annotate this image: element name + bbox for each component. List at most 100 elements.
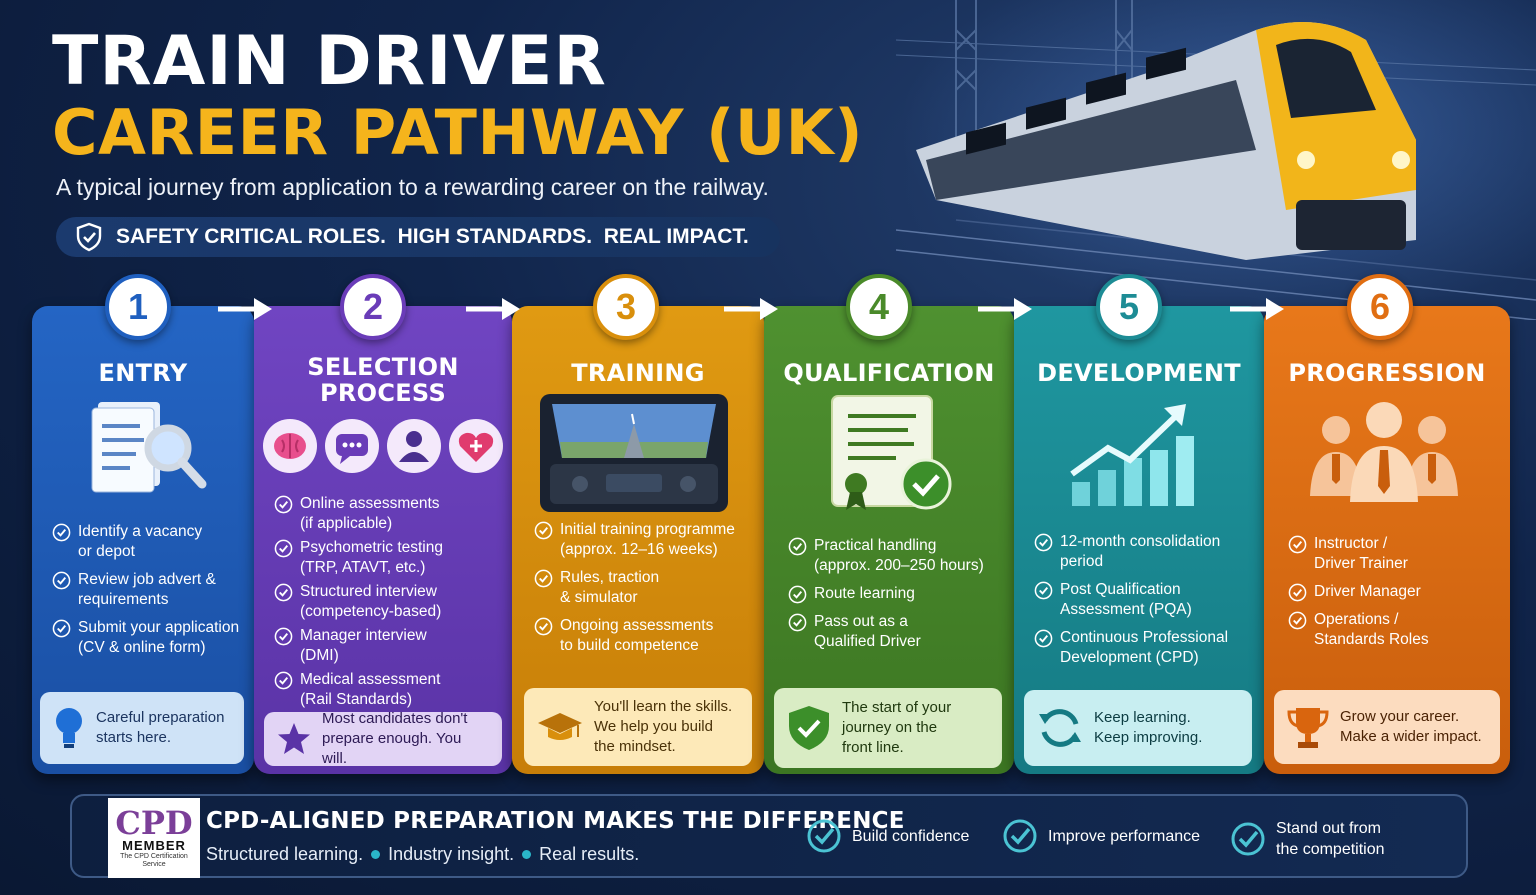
- list-item: Psychometric testing (TRP, ATAVT, etc.): [274, 538, 506, 578]
- team-icon: [1310, 402, 1458, 502]
- benefit-item: Build confidence: [806, 818, 969, 854]
- stage-card-qualification: QUALIFICATION Practical handling (approx…: [764, 306, 1014, 774]
- list-item: Initial training programme (approx. 12–1…: [534, 520, 760, 560]
- check-circle-icon: [1288, 583, 1307, 602]
- check-circle-icon: [274, 583, 293, 602]
- person-icon: [387, 419, 441, 473]
- shield-check-icon: [76, 222, 102, 252]
- list-item: Identify a vacancy or depot: [52, 522, 248, 562]
- stage-title: DEVELOPMENT: [1037, 359, 1241, 387]
- page-title: TRAIN DRIVER: [52, 22, 607, 101]
- benefit-item: Improve performance: [1002, 818, 1200, 854]
- graduation-cap-icon: [538, 713, 582, 740]
- stage-note: The start of your journey on the front l…: [774, 688, 1002, 768]
- list-item: Rules, traction & simulator: [534, 568, 760, 608]
- list-item: Operations / Standards Roles: [1288, 610, 1508, 650]
- stage-title: SELECTION PROCESS: [307, 353, 459, 407]
- check-circle-icon: [1034, 533, 1053, 552]
- check-circle-icon: [534, 521, 553, 540]
- cpd-member-logo: CPD MEMBER The CPD Certification Service: [108, 798, 200, 878]
- check-circle-icon: [1231, 822, 1265, 856]
- train-cab-simulator-icon: [540, 394, 728, 512]
- stage-note: Most candidates don't prepare enough. Yo…: [264, 710, 502, 767]
- list-item: Online assessments (if applicable): [274, 494, 506, 534]
- step-number-2: 2: [340, 274, 406, 340]
- shield-check-icon: [789, 706, 829, 750]
- benefit-item: Stand out from the competition: [1230, 818, 1385, 860]
- check-circle-icon: [788, 537, 807, 556]
- document-magnifier-icon: [91, 402, 207, 493]
- list-item: Submit your application (CV & online for…: [52, 618, 248, 658]
- check-circle-icon: [534, 569, 553, 588]
- stage-bullets: Initial training programme (approx. 12–1…: [534, 520, 760, 664]
- stage-card-training: TRAINING Initial training programme (app…: [512, 306, 764, 774]
- stage-title: TRAINING: [571, 359, 705, 387]
- stage-bullets: Practical handling (approx. 200–250 hour…: [788, 536, 1010, 660]
- stage-card-progression: PROGRESSION Instructor / Driver Trainer …: [1264, 306, 1510, 774]
- check-circle-icon: [274, 539, 293, 558]
- list-item: Ongoing assessments to build competence: [534, 616, 760, 656]
- check-circle-icon: [788, 613, 807, 632]
- bullet-dot: [371, 850, 381, 859]
- star-icon: [278, 723, 310, 754]
- list-item: Manager interview (DMI): [274, 626, 506, 666]
- list-item: Route learning: [788, 584, 1010, 604]
- trophy-icon: [1287, 708, 1329, 748]
- stage-note: Keep learning. Keep improving.: [1024, 690, 1252, 766]
- list-item: Driver Manager: [1288, 582, 1508, 602]
- list-item: Review job advert & requirements: [52, 570, 248, 610]
- check-circle-icon: [1034, 629, 1053, 648]
- step-number-5: 5: [1096, 274, 1162, 340]
- lightbulb-icon: [56, 708, 82, 748]
- stage-bullets: 12-month consolidation period Post Quali…: [1034, 532, 1262, 676]
- list-item: Structured interview (competency-based): [274, 582, 506, 622]
- stage-card-selection: SELECTION PROCESS Online assessments (if…: [254, 306, 512, 774]
- stage-note: Grow your career. Make a wider impact.: [1274, 690, 1500, 764]
- chat-icon: [325, 419, 379, 473]
- list-item: Pass out as a Qualified Driver: [788, 612, 1010, 652]
- page-subtitle: A typical journey from application to a …: [56, 174, 769, 200]
- list-item: Practical handling (approx. 200–250 hour…: [788, 536, 1010, 576]
- check-circle-icon: [1034, 581, 1053, 600]
- step-number-4: 4: [846, 274, 912, 340]
- certificate-icon: [831, 395, 952, 510]
- step-number-6: 6: [1347, 274, 1413, 340]
- check-circle-icon: [274, 627, 293, 646]
- check-circle-icon: [52, 523, 71, 542]
- banner-subline: Structured learning. Industry insight. R…: [206, 844, 640, 864]
- stage-bullets: Online assessments (if applicable) Psych…: [274, 494, 506, 714]
- list-item: Post Qualification Assessment (PQA): [1034, 580, 1262, 620]
- refresh-icon: [1039, 709, 1081, 747]
- stage-card-development: DEVELOPMENT 12-month consolidation perio…: [1014, 306, 1264, 774]
- check-circle-icon: [274, 671, 293, 690]
- check-circle-icon: [534, 617, 553, 636]
- check-circle-icon: [1288, 535, 1307, 554]
- stage-title: PROGRESSION: [1288, 359, 1486, 387]
- stage-note: Careful preparation starts here.: [40, 692, 244, 764]
- check-circle-icon: [52, 619, 71, 638]
- tagline-text: SAFETY CRITICAL ROLES. HIGH STANDARDS. R…: [116, 225, 749, 248]
- check-circle-icon: [274, 495, 293, 514]
- tagline-pill: SAFETY CRITICAL ROLES. HIGH STANDARDS. R…: [56, 217, 780, 257]
- arrow-right-icon: [978, 298, 1032, 320]
- check-circle-icon: [788, 585, 807, 604]
- list-item: Continuous Professional Development (CPD…: [1034, 628, 1262, 668]
- growth-chart-icon: [1070, 404, 1194, 506]
- arrow-right-icon: [1230, 298, 1284, 320]
- check-circle-icon: [807, 819, 841, 853]
- selection-icons: [262, 418, 504, 474]
- list-item: 12-month consolidation period: [1034, 532, 1262, 572]
- arrow-right-icon: [466, 298, 520, 320]
- list-item: Instructor / Driver Trainer: [1288, 534, 1508, 574]
- check-circle-icon: [52, 571, 71, 590]
- banner-heading: CPD-ALIGNED PREPARATION MAKES THE DIFFER…: [206, 808, 905, 834]
- stage-note: You'll learn the skills. We help you bui…: [524, 688, 752, 766]
- train-illustration: [896, 0, 1536, 320]
- heart-plus-icon: [449, 419, 503, 473]
- step-number-1: 1: [105, 274, 171, 340]
- arrow-right-icon: [218, 298, 272, 320]
- stage-title: QUALIFICATION: [783, 359, 995, 387]
- arrow-right-icon: [724, 298, 778, 320]
- cpd-banner: CPD MEMBER The CPD Certification Service…: [70, 794, 1468, 878]
- train-backdrop: [896, 0, 1536, 320]
